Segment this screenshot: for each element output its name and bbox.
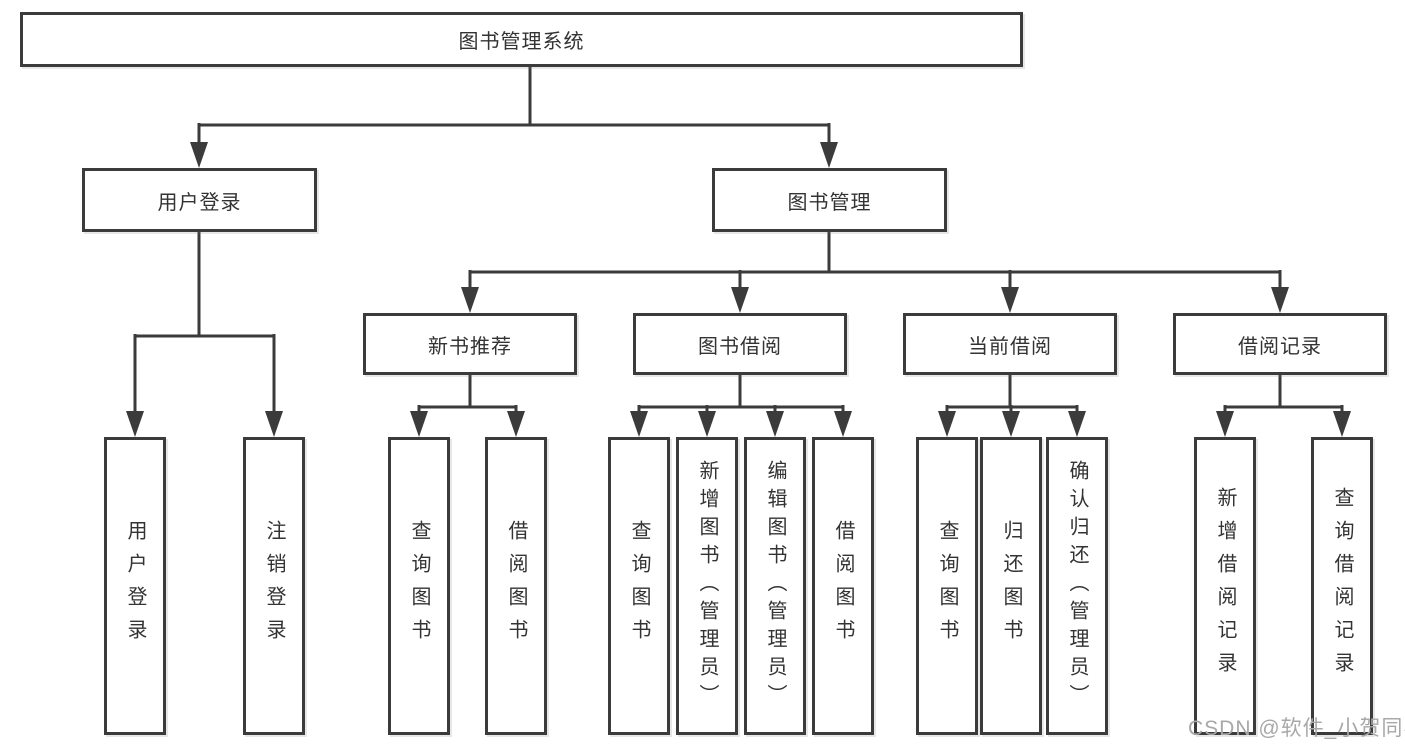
node-book-management-label: 图书管理 (787, 191, 872, 214)
leaf-query-borrow-record-label: 查询借阅记录 (1331, 487, 1353, 685)
leaf-borrow-book: 借阅图书 (812, 437, 874, 735)
leaf-query-borrow-record: 查询借阅记录 (1311, 437, 1373, 735)
leaf-logout: 注销登录 (243, 437, 305, 735)
leaf-add-borrow-record-label: 新增借阅记录 (1214, 487, 1236, 685)
node-new-book-recommend: 新书推荐 (363, 313, 577, 375)
node-borrow-record: 借阅记录 (1173, 313, 1387, 375)
leaf-logout-label: 注销登录 (263, 520, 285, 652)
leaf-confirm-return-admin-label: 确认归还（管理员） (1066, 460, 1088, 712)
leaf-current-query-book: 查询图书 (916, 437, 978, 735)
node-new-book-recommend-label: 新书推荐 (428, 335, 512, 358)
node-root: 图书管理系统 (20, 12, 1023, 67)
leaf-edit-book-admin-label: 编辑图书（管理员） (764, 460, 786, 712)
csdn-watermark: CSDN @软件_小贺同学 (1188, 717, 1405, 740)
leaf-user-login-label: 用户登录 (124, 520, 146, 652)
node-borrow-record-label: 借阅记录 (1238, 335, 1322, 358)
leaf-user-login: 用户登录 (104, 437, 166, 735)
leaf-recommend-query-book-label: 查询图书 (408, 520, 430, 652)
leaf-return-book: 归还图书 (980, 437, 1042, 735)
node-user-login-label: 用户登录 (157, 191, 242, 214)
node-current-borrow-label: 当前借阅 (968, 335, 1052, 358)
leaf-borrow-query-book-label: 查询图书 (628, 520, 650, 652)
leaf-borrow-query-book: 查询图书 (608, 437, 670, 735)
node-book-management: 图书管理 (712, 168, 947, 232)
node-book-borrow: 图书借阅 (633, 313, 847, 375)
leaf-borrow-book-label: 借阅图书 (832, 520, 854, 652)
leaf-recommend-borrow-book: 借阅图书 (485, 437, 547, 735)
leaf-add-book-admin-label: 新增图书（管理员） (696, 460, 718, 712)
leaf-edit-book-admin: 编辑图书（管理员） (744, 437, 806, 735)
leaf-add-borrow-record: 新增借阅记录 (1194, 437, 1256, 735)
leaf-return-book-label: 归还图书 (1000, 520, 1022, 652)
node-current-borrow: 当前借阅 (903, 313, 1117, 375)
leaf-confirm-return-admin: 确认归还（管理员） (1046, 437, 1108, 735)
node-book-borrow-label: 图书借阅 (698, 335, 782, 358)
leaf-recommend-query-book: 查询图书 (388, 437, 450, 735)
leaf-recommend-borrow-book-label: 借阅图书 (505, 520, 527, 652)
leaf-current-query-book-label: 查询图书 (936, 520, 958, 652)
node-root-label: 图书管理系统 (458, 31, 585, 53)
leaf-add-book-admin: 新增图书（管理员） (676, 437, 738, 735)
node-user-login: 用户登录 (82, 168, 317, 232)
